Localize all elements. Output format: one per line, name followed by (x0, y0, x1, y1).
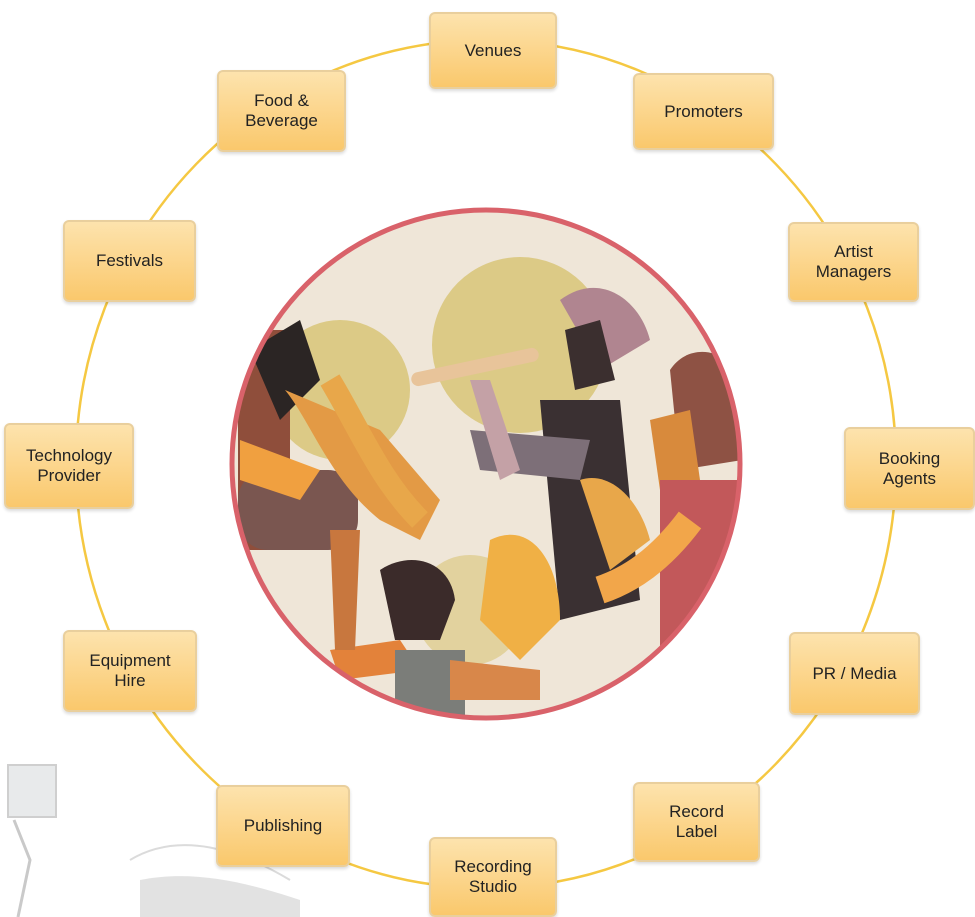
node-technology-provider: Technology Provider (4, 423, 134, 509)
node-pr-media: PR / Media (789, 632, 920, 715)
node-festivals: Festivals (63, 220, 196, 302)
node-booking-agents: Booking Agents (844, 427, 975, 510)
node-venues: Venues (429, 12, 557, 89)
node-publishing: Publishing (216, 785, 350, 867)
center-circle-border (229, 207, 743, 721)
musicians-illustration (232, 210, 740, 718)
node-artist-managers: Artist Managers (788, 222, 919, 302)
node-equipment-hire: Equipment Hire (63, 630, 197, 712)
node-recording-studio: Recording Studio (429, 837, 557, 917)
background-sketch (7, 764, 300, 917)
node-food-beverage: Food & Beverage (217, 70, 346, 152)
node-record-label: Record Label (633, 782, 760, 862)
node-promoters: Promoters (633, 73, 774, 150)
